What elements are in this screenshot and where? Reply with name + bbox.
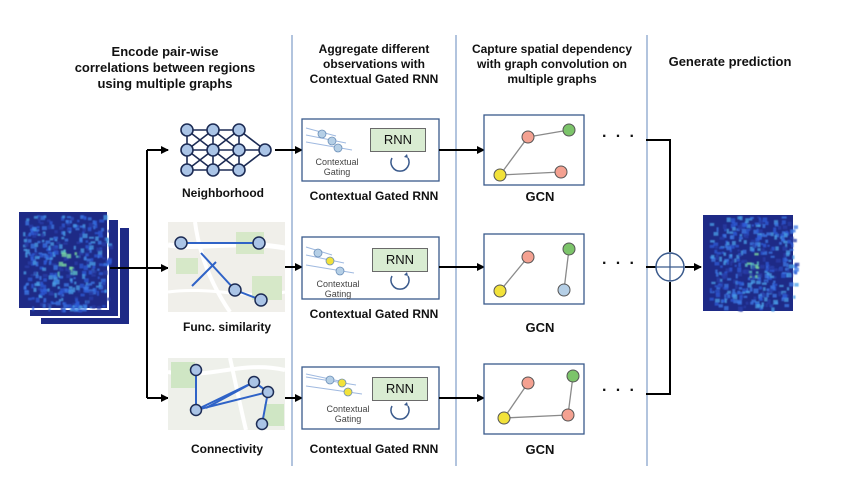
graph-node (180, 143, 194, 157)
gating-dot (325, 256, 335, 266)
gcn-node (562, 242, 576, 256)
merge-lines (646, 139, 702, 395)
header-aggregate: Aggregate different observations with Co… (309, 42, 439, 86)
gcn-node (521, 250, 535, 264)
gating-dot (337, 378, 347, 388)
gcn-node (554, 165, 568, 179)
gcn-panel-1 (483, 114, 585, 186)
gcn-node (493, 168, 507, 182)
recurrent-loop-icon (390, 157, 410, 172)
graph-node (206, 163, 220, 177)
gating-dot (325, 375, 335, 385)
graph-node (258, 143, 272, 157)
gating-dot (313, 248, 323, 258)
similarity-map-graph (167, 221, 286, 314)
gating-dot (343, 387, 353, 397)
recurrent-loop-icon (390, 275, 410, 290)
input-branch-arrows (110, 146, 169, 402)
ellipsis-2: · · · (602, 255, 637, 272)
gcn-panel-2 (483, 233, 585, 305)
gating-dot (317, 129, 327, 139)
gcn-node (566, 369, 580, 383)
ellipsis-3: · · · (602, 382, 637, 399)
gcn-panel-3 (483, 363, 585, 435)
rnn-to-gcn-arrows (439, 146, 485, 402)
gcn-node (497, 411, 511, 425)
gcn-node (521, 376, 535, 390)
header-generate: Generate prediction (668, 54, 792, 69)
graph-to-rnn-arrows (275, 146, 303, 402)
input-heatmap-stack (17, 210, 131, 326)
recurrent-loop-icon (390, 405, 410, 420)
ellipsis-1: · · · (602, 128, 637, 145)
graph-node (232, 123, 246, 137)
graph-node (206, 143, 220, 157)
graph-node (206, 123, 220, 137)
graph-node (232, 163, 246, 177)
circle-plus-icon (655, 252, 685, 282)
graph-node (180, 123, 194, 137)
connectivity-map-graph (167, 357, 286, 431)
label-rnn-3: Contextual Gated RNN (309, 442, 439, 456)
rnn-box-1: RNN (370, 128, 426, 152)
gating-dot (335, 266, 345, 276)
output-heatmap (703, 215, 800, 312)
label-similarity: Func. similarity (182, 320, 272, 334)
gcn-node (561, 408, 575, 422)
gcn-node (521, 130, 535, 144)
header-encode: Encode pair-wise correlations between re… (74, 44, 256, 91)
label-rnn-2: Contextual Gated RNN (309, 307, 439, 321)
gating-dot (327, 136, 337, 146)
label-neighborhood: Neighborhood (182, 186, 264, 200)
gcn-node (493, 284, 507, 298)
gcn-node (557, 283, 571, 297)
rnn-box-3: RNN (372, 377, 428, 401)
label-rnn-1: Contextual Gated RNN (309, 189, 439, 203)
graph-node (232, 143, 246, 157)
gating-dot (333, 143, 343, 153)
rnn-box-2: RNN (372, 248, 428, 272)
label-gcn-1: GCN (525, 189, 555, 204)
graph-node (180, 163, 194, 177)
neighborhood-graph (180, 123, 272, 177)
header-capture: Capture spatial dependency with graph co… (471, 42, 633, 86)
label-connectivity: Connectivity (190, 442, 263, 456)
gcn-node (562, 123, 576, 137)
label-gcn-2: GCN (525, 320, 555, 335)
label-gcn-3: GCN (525, 442, 555, 457)
